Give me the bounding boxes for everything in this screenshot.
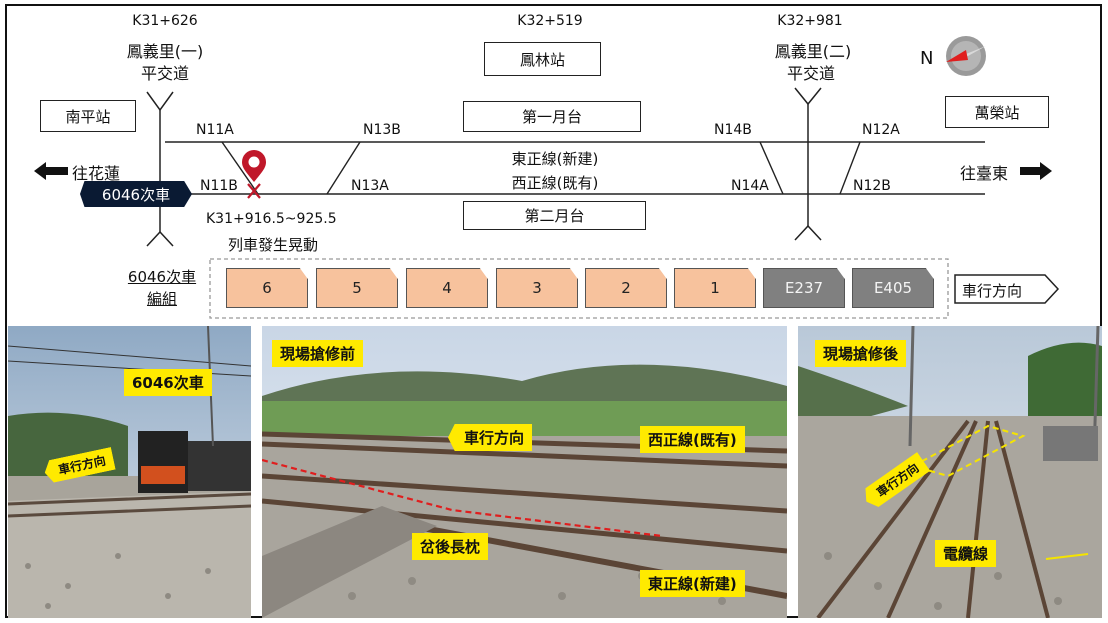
photo-before-west-track: 西正線(既有) xyxy=(640,426,745,453)
switch-label-n13b: N13B xyxy=(363,122,401,138)
platform-second: 第二月台 xyxy=(463,201,646,230)
switch-n12a-n12b xyxy=(839,141,861,195)
west-track-label: 西正線(既有) xyxy=(511,174,599,192)
incident-km: K31+916.5~925.5 xyxy=(206,211,337,227)
direction-right-label: 往臺東 xyxy=(960,164,1009,183)
track-schematic xyxy=(34,36,1060,319)
formation-box xyxy=(209,258,949,319)
photo-before-east-track: 東正線(新建) xyxy=(640,570,745,597)
crossing-left-top xyxy=(146,91,174,112)
switch-label-n14b: N14B xyxy=(714,122,752,138)
crossing-left-bottom xyxy=(146,230,174,247)
photo-before-sleeper: 岔後長枕 xyxy=(412,533,489,560)
car-1: 1 xyxy=(674,268,756,308)
location-pin-icon xyxy=(243,128,265,150)
travel-direction-label: 車行方向 xyxy=(962,282,1023,300)
station-right: 萬榮站 xyxy=(945,96,1049,128)
switch-label-n11a: N11A xyxy=(196,122,234,138)
locomotive-e237: E237 xyxy=(763,268,845,308)
compass-north-label: N xyxy=(920,48,934,69)
switch-label-n13a: N13A xyxy=(351,178,389,194)
photo-after-scene xyxy=(798,326,1102,618)
crossing-right-km: K32+981 xyxy=(777,13,843,29)
car-4: 4 xyxy=(406,268,488,308)
photo-after-cable: 電纜線 xyxy=(935,540,997,567)
switch-label-n14a: N14A xyxy=(731,178,769,194)
car-6: 6 xyxy=(226,268,308,308)
formation-label-line2: 編組 xyxy=(146,290,177,308)
station-center: 鳳林站 xyxy=(484,42,601,76)
platform-first: 第一月台 xyxy=(463,101,641,132)
crossing-right-name: 鳳義里(二) xyxy=(774,42,852,61)
photo-after-repair xyxy=(798,326,1102,618)
photo-before-label: 現場搶修前 xyxy=(272,340,364,367)
crossing-right-sub: 平交道 xyxy=(786,64,835,83)
car-5: 5 xyxy=(316,268,398,308)
crossing-left-sub: 平交道 xyxy=(140,64,189,83)
switch-label-n11b: N11B xyxy=(200,178,238,194)
direction-left-label: 往花蓮 xyxy=(72,164,121,183)
station-left: 南平站 xyxy=(40,100,136,132)
photo-before-direction: 車行方向 xyxy=(448,424,533,451)
arrow-right-icon xyxy=(1020,162,1052,180)
formation-label-line1: 6046次車 xyxy=(127,268,197,286)
crossing-right-bottom xyxy=(794,224,822,241)
incident-desc: 列車發生晃動 xyxy=(228,236,319,254)
switch-n13b-n13a xyxy=(326,141,361,195)
switch-label-n12b: N12B xyxy=(853,178,891,194)
arrow-left-icon xyxy=(34,162,68,180)
crossing-left-name: 鳳義里(一) xyxy=(126,42,204,61)
locomotive-e405: E405 xyxy=(852,268,934,308)
crossing-left-km: K31+626 xyxy=(132,13,198,29)
crossing-right-top xyxy=(794,87,822,106)
switch-n11a-n11b xyxy=(221,141,259,195)
compass-icon xyxy=(946,36,986,76)
car-2: 2 xyxy=(585,268,667,308)
car-3: 3 xyxy=(496,268,578,308)
travel-direction-arrow-box xyxy=(954,274,1060,304)
switch-label-n12a: N12A xyxy=(862,122,900,138)
east-track-label: 東正線(新建) xyxy=(511,150,599,168)
cross-mark-icon xyxy=(247,183,261,199)
crossing-center-km: K32+519 xyxy=(517,13,583,29)
map-pin-icon xyxy=(242,150,266,182)
photo-after-label: 現場搶修後 xyxy=(815,340,907,367)
photo-train-label: 6046次車 xyxy=(124,369,212,396)
train-6046-label: 6046次車 xyxy=(80,181,192,207)
switch-n14b-n14a xyxy=(759,141,784,195)
